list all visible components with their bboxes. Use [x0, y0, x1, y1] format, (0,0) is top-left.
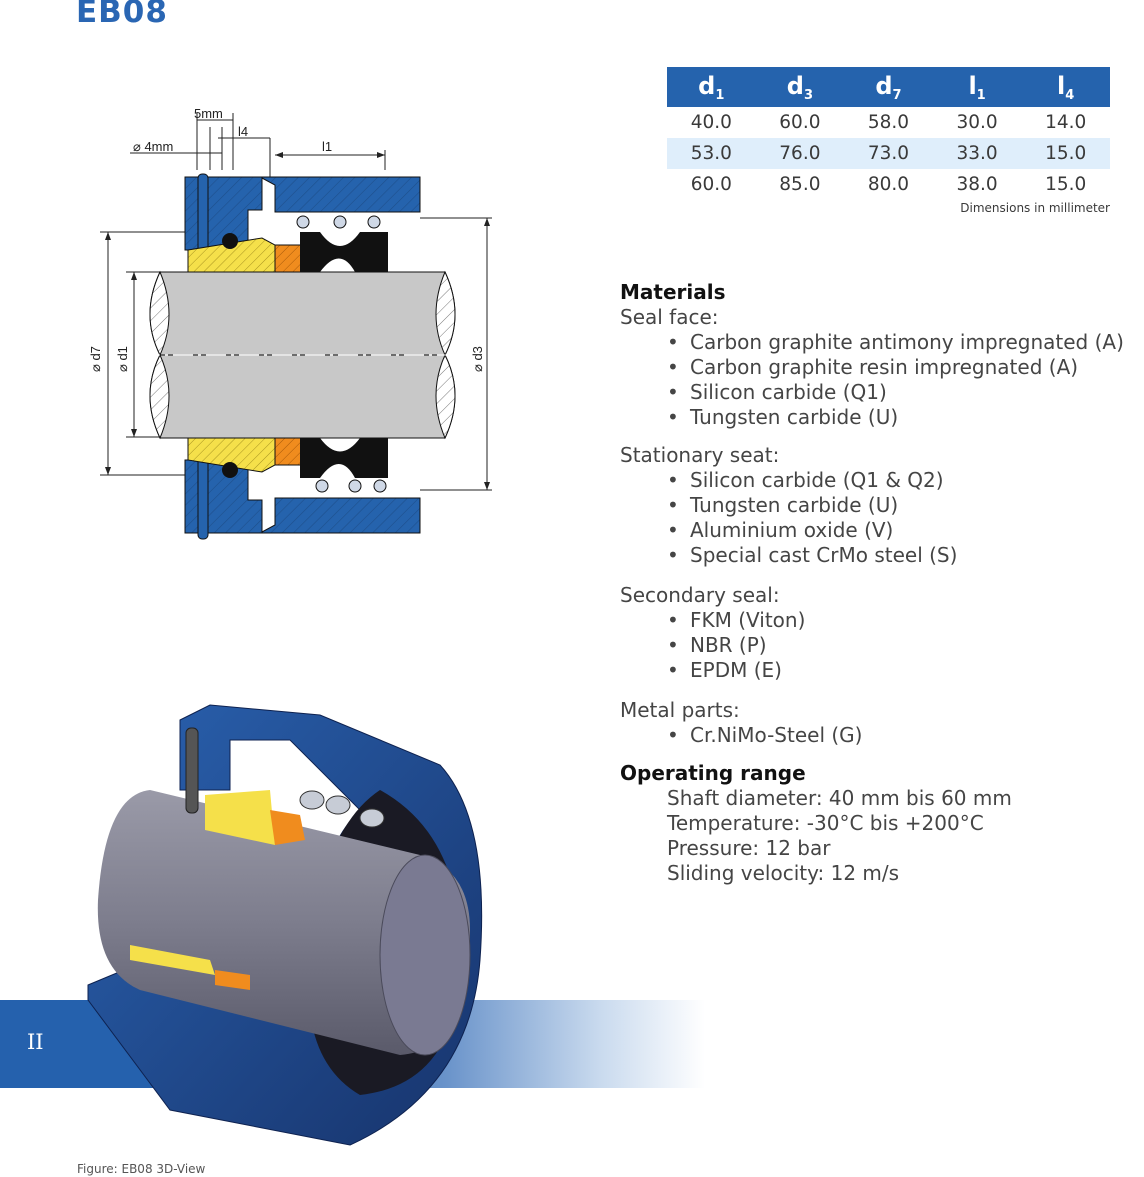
label-d3: ⌀ d3 [470, 346, 485, 372]
page-number: II [27, 1030, 44, 1054]
table-cell: 73.0 [844, 138, 933, 169]
table-cell: 33.0 [932, 138, 1022, 169]
table-cell: 60.0 [779, 112, 821, 133]
header-d3: d3 [755, 67, 845, 107]
label-l4: l4 [238, 124, 248, 139]
table-cell: 40.0 [690, 112, 732, 133]
metal-parts-label: Metal parts: [620, 698, 740, 722]
list-item: Silicon carbide (Q1) [667, 380, 1144, 405]
table-cell: 15.0 [1021, 138, 1110, 169]
materials-heading: Materials [620, 280, 726, 304]
list-item: FKM (Viton) [667, 608, 1144, 633]
label-d7: ⌀ d7 [88, 346, 103, 372]
header-d7: d7 [844, 67, 933, 107]
table-cell: 58.0 [867, 112, 910, 133]
label-dia-4mm: ⌀ 4mm [133, 139, 173, 154]
operating-pressure: Pressure: 12 bar [667, 836, 831, 860]
list-item: NBR (P) [667, 633, 1144, 658]
dimensions-table: d1 d3 d7 l1 l4 40.0 60.0 58.0 30.0 14.0 … [667, 67, 1110, 200]
materials-section: Materials Seal face: Carbon graphite ant… [620, 280, 1144, 886]
table-cell: 80.0 [867, 174, 910, 195]
table-cell: 38.0 [956, 174, 998, 195]
seal-face-label: Seal face: [620, 305, 719, 329]
operating-heading: Operating range [620, 761, 806, 785]
list-item: Cr.NiMo-Steel (G) [667, 723, 1144, 748]
table-cell: 85.0 [779, 174, 821, 195]
label-5mm: 5mm [194, 106, 223, 121]
table-cell: 15.0 [1045, 174, 1087, 195]
secondary-seal-label: Secondary seal: [620, 583, 780, 607]
list-item: Carbon graphite antimony impregnated (A) [667, 330, 1144, 355]
operating-velocity: Sliding velocity: 12 m/s [667, 861, 900, 885]
table-cell: 60.0 [690, 174, 732, 195]
cross-section-drawing: 5mm l4 ⌀ 4mm l1 ⌀ d7 ⌀ d1 ⌀ d3 [88, 106, 492, 540]
list-item: Carbon graphite resin impregnated (A) [667, 355, 1144, 380]
list-item: Aluminium oxide (V) [667, 518, 1144, 543]
secondary-seal-list: FKM (Viton) NBR (P) EPDM (E) [620, 608, 1144, 683]
figure-caption: Figure: EB08 3D-View [77, 1162, 206, 1176]
list-item: Tungsten carbide (U) [667, 405, 1144, 430]
table-header-row: d1 d3 d7 l1 l4 [667, 67, 1110, 107]
list-item: Special cast CrMo steel (S) [667, 543, 1144, 568]
table-row: 60.0 85.0 80.0 38.0 15.0 [667, 169, 1110, 200]
seal-face-list: Carbon graphite antimony impregnated (A)… [620, 330, 1144, 430]
table-row: 40.0 60.0 58.0 30.0 14.0 [667, 107, 1110, 138]
table-cell: 30.0 [956, 112, 998, 133]
label-l1: l1 [322, 139, 332, 154]
header-l1: l1 [932, 67, 1022, 107]
operating-shaft: Shaft diameter: 40 mm bis 60 mm [667, 786, 1012, 810]
dimensions-note: Dimensions in millimeter [960, 201, 1110, 215]
table-cell: 14.0 [1045, 112, 1087, 133]
operating-temperature: Temperature: -30°C bis +200°C [667, 811, 984, 835]
seal-3d-view [87, 704, 483, 1146]
list-item: Tungsten carbide (U) [667, 493, 1144, 518]
header-d1: d1 [667, 67, 756, 107]
label-d1: ⌀ d1 [115, 346, 130, 372]
table-cell: 76.0 [755, 138, 845, 169]
list-item: Silicon carbide (Q1 & Q2) [667, 468, 1144, 493]
table-cell: 53.0 [667, 138, 756, 169]
product-title: EB08 [76, 0, 168, 30]
stationary-seat-list: Silicon carbide (Q1 & Q2) Tungsten carbi… [620, 468, 1144, 568]
header-l4: l4 [1021, 67, 1110, 107]
list-item: EPDM (E) [667, 658, 1144, 683]
stationary-seat-label: Stationary seat: [620, 443, 780, 467]
metal-parts-list: Cr.NiMo-Steel (G) [620, 723, 1144, 748]
table-row: 53.0 76.0 73.0 33.0 15.0 [667, 138, 1110, 169]
